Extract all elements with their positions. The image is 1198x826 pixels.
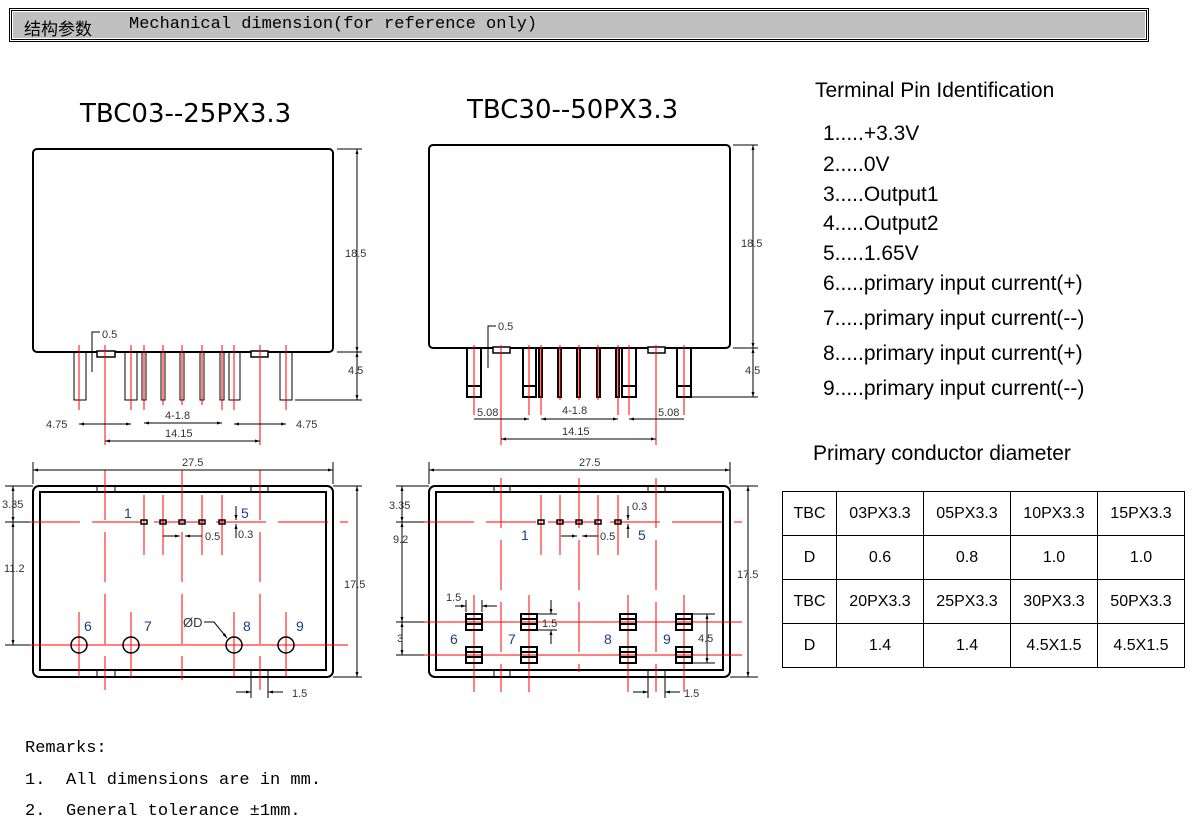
dim-pin-height-r: 4.5 (745, 365, 760, 377)
pin-label-8-r: 8 (604, 631, 612, 647)
table-cell: 4.5X1.5 (1097, 623, 1185, 668)
table-cell: 20PX3.3 (836, 579, 924, 624)
header-title-cn: 结构参数 (24, 22, 92, 41)
pin-item: 6.....primary input current(+) (823, 272, 1083, 295)
table-cell: D (782, 623, 837, 668)
table-cell: 1.4 (836, 623, 924, 668)
pin-item: 9.....primary input current(--) (823, 377, 1085, 400)
dim-side-left-r: 5.08 (477, 407, 498, 419)
dim-pad-width-r: 0.5 (600, 531, 615, 543)
pin-identification-title: Terminal Pin Identification (815, 79, 1055, 102)
dim-span-r: 14.15 (562, 426, 590, 438)
pin-label-5: 5 (241, 505, 249, 521)
dim-pad-height-r: 0.3 (632, 501, 647, 513)
dim-top-r: 3.35 (389, 500, 410, 512)
table-cell: 10PX3.3 (1010, 491, 1098, 536)
table-cell: 1.0 (1010, 535, 1098, 580)
pin-label-1-r: 1 (521, 527, 529, 543)
right-bottom-view: 27.5 3.35 9.2 3 17.5 0.5 0.3 1.5 1.5 1.5… (389, 457, 758, 700)
dim-hole-diameter: ØD (183, 615, 203, 630)
left-side-view: 18.5 4.5 0.5 4.75 4-1.8 4.75 14.15 (32, 148, 366, 445)
right-side-view: 18.5 4.5 0.5 5.08 4-1.8 5.08 14.15 (428, 144, 762, 445)
dim-span: 14.15 (165, 428, 193, 440)
dim-notch: 0.5 (102, 329, 117, 341)
dim-pad-width: 0.5 (205, 531, 220, 543)
remark-item: 2. General tolerance ±1mm. (25, 802, 301, 821)
pin-label-7: 7 (144, 618, 152, 634)
dim-slot-r: 1.5 (684, 688, 699, 700)
model-title-left: TBC03--25PX3.3 (79, 99, 291, 129)
table-cell: 05PX3.3 (923, 491, 1011, 536)
table-cell: 15PX3.3 (1097, 491, 1185, 536)
dim-slot: 1.5 (292, 688, 307, 700)
table-cell: 03PX3.3 (836, 491, 924, 536)
pin-item: 5.....1.65V (823, 242, 919, 265)
pin-item: 1.....+3.3V (823, 122, 920, 145)
dim-height-r: 17.5 (737, 569, 758, 581)
section-header: 结构参数 Mechanical dimension(for reference … (11, 10, 1147, 41)
conductor-title: Primary conductor diameter (813, 442, 1071, 465)
table-cell: TBC (782, 491, 837, 536)
table-cell: D (782, 535, 837, 580)
dim-pin-height: 4.5 (348, 365, 363, 377)
dim-pair-r: 4.5 (698, 633, 713, 645)
pin-label-9: 9 (296, 618, 304, 634)
remark-text: General tolerance ±1mm. (66, 802, 301, 821)
dim-pitch: 4-1.8 (165, 410, 190, 422)
pin-label-9-r: 9 (663, 631, 671, 647)
dim-side-left: 4.75 (46, 419, 67, 431)
pin-label-5-r: 5 (638, 527, 646, 543)
table-cell: 50PX3.3 (1097, 579, 1185, 624)
dim-width: 27.5 (182, 457, 203, 469)
dim-pad-height: 0.3 (238, 529, 253, 541)
dim-row-gap-r: 3 (397, 633, 403, 645)
dim-width-r: 27.5 (579, 457, 600, 469)
table-cell: 4.5X1.5 (1010, 623, 1098, 668)
dim-pin-length-r: 1.5 (542, 618, 557, 630)
pin-label-6-r: 6 (450, 631, 458, 647)
pin-item: 4.....Output2 (823, 212, 939, 235)
table-cell: 0.8 (923, 535, 1011, 580)
dim-body-height-r: 18.5 (741, 238, 762, 250)
pin-label-7-r: 7 (508, 631, 516, 647)
remarks-title: Remarks: (25, 739, 107, 758)
remark-text: All dimensions are in mm. (66, 771, 322, 790)
table-cell: 1.4 (923, 623, 1011, 668)
table-cell: TBC (782, 579, 837, 624)
pin-label-1: 1 (124, 505, 132, 521)
pin-item: 2.....0V (823, 153, 890, 176)
dim-pitch-r: 4-1.8 (562, 405, 587, 417)
rect-terminals (465, 613, 693, 664)
dim-mid: 11.2 (4, 563, 25, 575)
dim-top: 3.35 (2, 499, 23, 511)
dim-pin-width-r: 1.5 (446, 592, 461, 604)
remark-number: 2. (25, 802, 46, 821)
table-cell: 25PX3.3 (923, 579, 1011, 624)
pin-item: 3.....Output1 (823, 183, 939, 206)
model-title-right: TBC30--50PX3.3 (466, 95, 678, 125)
left-bottom-view: 27.5 3.35 11.2 17.5 0.5 0.3 1.5 ØD 1 5 6… (2, 457, 365, 700)
pin-label-6: 6 (84, 618, 92, 634)
dim-mid-r: 9.2 (393, 534, 408, 546)
pin-item: 7.....primary input current(--) (823, 307, 1085, 330)
dim-body-height: 18.5 (345, 248, 366, 260)
header-title-en: Mechanical dimension(for reference only) (129, 15, 538, 34)
dim-height: 17.5 (344, 579, 365, 591)
dim-side-right-r: 5.08 (658, 407, 679, 419)
table-cell: 30PX3.3 (1010, 579, 1098, 624)
table-cell: 1.0 (1097, 535, 1185, 580)
dim-side-right: 4.75 (296, 419, 317, 431)
pin-label-8: 8 (243, 618, 251, 634)
pin-item: 8.....primary input current(+) (823, 342, 1083, 365)
dim-notch-r: 0.5 (498, 321, 513, 333)
remark-number: 1. (25, 771, 46, 790)
remark-item: 1. All dimensions are in mm. (25, 771, 321, 790)
table-cell: 0.6 (836, 535, 924, 580)
